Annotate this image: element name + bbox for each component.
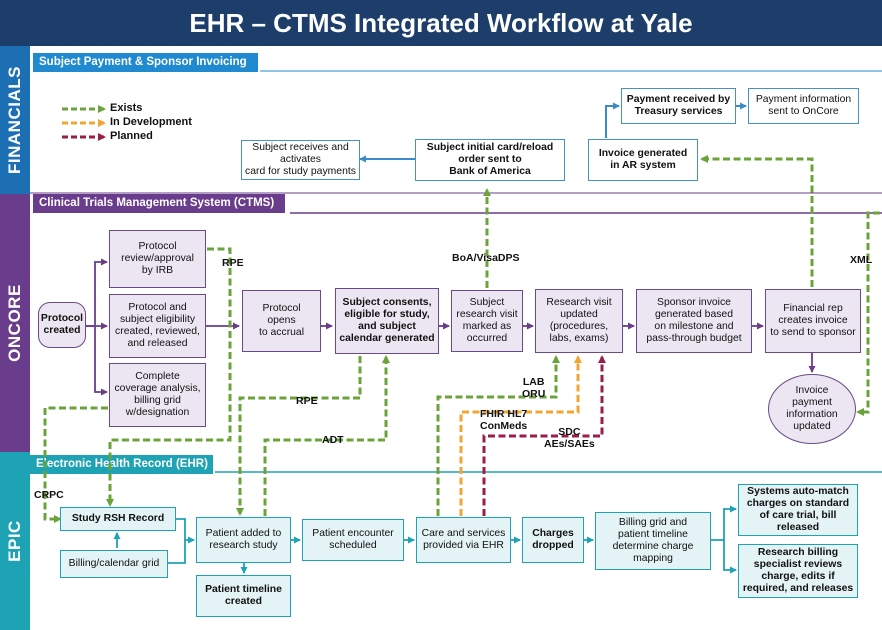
billing-calendar-grid-box: Billing/calendar grid bbox=[60, 550, 168, 578]
research-visit-marked-box: Subject research visit marked as occurre… bbox=[451, 290, 523, 352]
title-bar bbox=[0, 0, 882, 46]
encounter-scheduled-box: Patient encounter scheduled bbox=[302, 519, 404, 561]
patient-timeline-box: Patient timeline created bbox=[196, 575, 291, 617]
protocol-eligibility-box: Protocol and subject eligibility created… bbox=[109, 294, 206, 358]
financial-rep-box: Financial rep creates invoice to send to… bbox=[765, 289, 861, 353]
adt-label: ADT bbox=[322, 434, 344, 446]
boa-visadps-label: BoA/VisaDPS bbox=[452, 252, 520, 264]
protocol-review-box: Protocol review/approval by IRB bbox=[109, 230, 206, 288]
study-rsh-record-box: Study RSH Record bbox=[60, 507, 176, 531]
invoice-payment-updated-box: Invoice payment information updated bbox=[768, 374, 856, 444]
sponsor-invoice-box: Sponsor invoice generated based on miles… bbox=[636, 289, 752, 353]
fhir-conmeds-label: FHIR HL7 ConMeds bbox=[480, 408, 528, 432]
initial-card-order-box: Subject initial card/reload order sent t… bbox=[415, 139, 565, 181]
ctms-section-header: Clinical Trials Management System (CTMS) bbox=[33, 194, 285, 213]
subject-consents-box: Subject consents, eligible for study, an… bbox=[335, 288, 439, 354]
patient-added-box: Patient added to research study bbox=[196, 517, 291, 563]
payment-info-box: Payment information sent to OnCore bbox=[748, 88, 859, 124]
legend-in-development: In Development bbox=[110, 116, 192, 128]
specialist-reviews-box: Research billing specialist reviews char… bbox=[738, 544, 858, 598]
charges-dropped-box: Charges dropped bbox=[522, 517, 584, 563]
rpe-top-label: RPE bbox=[222, 257, 244, 269]
payment-received-box: Payment received by Treasury services bbox=[621, 88, 736, 124]
auto-match-box: Systems auto-match charges on standard o… bbox=[738, 484, 858, 536]
ehr-section-header: Electronic Health Record (EHR) bbox=[30, 455, 213, 474]
sdc-aes-label: SDC AEs/SAEs bbox=[544, 426, 595, 450]
billing-grid-timeline-box: Billing grid and patient timeline determ… bbox=[595, 512, 711, 570]
subject-receives-card-box: Subject receives and activates card for … bbox=[241, 140, 360, 180]
legend-planned: Planned bbox=[110, 130, 153, 142]
financials-section-header: Subject Payment & Sponsor Invoicing bbox=[33, 53, 258, 72]
epic-band: EPIC bbox=[0, 452, 30, 630]
xml-label: XML bbox=[850, 254, 873, 266]
research-visit-updated-box: Research visit updated (procedures, labs… bbox=[535, 289, 623, 353]
crpc-label: CRPC bbox=[34, 489, 64, 501]
protocol-created-box: Protocol created bbox=[38, 302, 86, 348]
financials-band: FINANCIALS bbox=[0, 46, 30, 194]
protocol-opens-box: Protocol opens to accrual bbox=[242, 290, 321, 352]
care-services-box: Care and services provided via EHR bbox=[416, 517, 511, 563]
legend-exists: Exists bbox=[110, 102, 143, 114]
invoice-generated-ar-box: Invoice generated in AR system bbox=[588, 139, 698, 181]
rpe-mid-label: RPE bbox=[296, 395, 318, 407]
oncore-band: ONCORE bbox=[0, 194, 30, 452]
coverage-analysis-box: Complete coverage analysis, billing grid… bbox=[109, 363, 206, 427]
lab-oru-label: LAB ORU bbox=[522, 376, 546, 400]
page-title: EHR – CTMS Integrated Workflow at Yale bbox=[189, 8, 693, 38]
